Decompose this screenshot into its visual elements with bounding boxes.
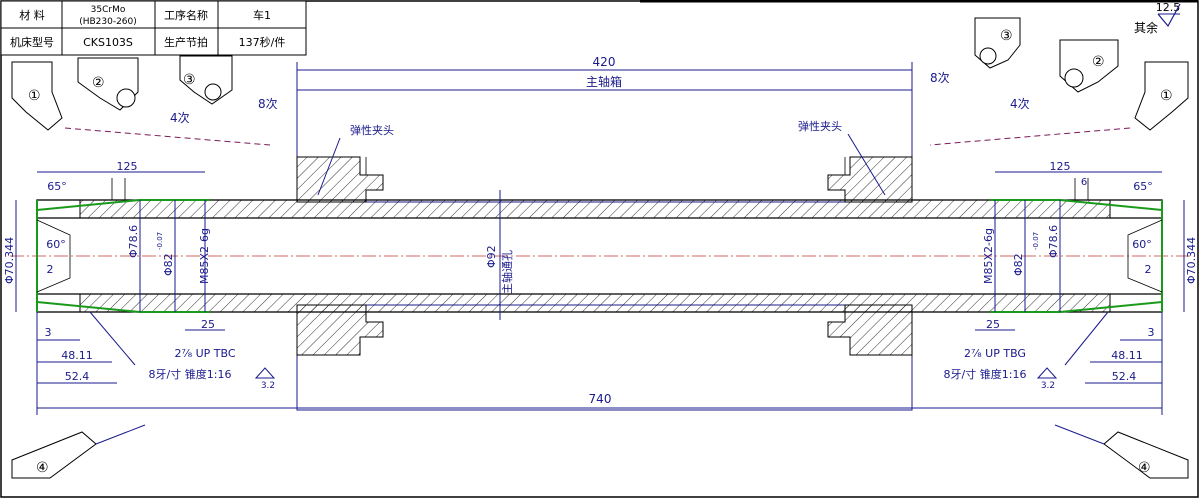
tol-82-right: -0.07 [1032,232,1040,250]
dim-786-right: Φ78.6 [1047,225,1060,258]
material-label: 材 料 [19,8,45,22]
thread-spec-right: 2⁷⁄₈ UP TBG [964,347,1026,360]
tool-2-right: ② 4次 [1010,39,1119,111]
svg-text:②: ② [1092,54,1105,70]
svg-text:③: ③ [1000,28,1013,44]
tol-82-left: -0.07 [156,232,164,250]
chamfer-2-right: 2 [1145,263,1152,276]
dim-4811-left: 48.11 [61,349,93,362]
svg-text:8次: 8次 [258,97,278,111]
title-block: 材 料 35CrMo (HB230-260) 工序名称 车1 机床型号 CKS1… [0,0,307,56]
angle-60-left: 60° [46,238,66,251]
operation-label: 工序名称 [164,8,208,22]
dim-4811-right: 48.11 [1111,349,1143,362]
spindle-box-label: 主轴箱 [586,74,622,89]
material-value: 35CrMo [91,5,126,15]
chamfer-2-left: 2 [47,263,54,276]
tool-2-left: ② 4次 [77,57,190,125]
dim-od-right: Φ70.344 [1185,237,1198,284]
tool-4-right: ④ [1054,424,1189,479]
svg-text:④: ④ [1138,460,1151,476]
svg-text:8次: 8次 [930,71,950,85]
svg-text:①: ① [1160,88,1173,104]
angle-60-right: 60° [1132,238,1152,251]
dim-524-right: 52.4 [1112,370,1137,383]
dim-m85-right: M85X2-6g [982,228,995,284]
angle-65-right: 65° [1133,180,1153,193]
collet-label-left: 弹性夹头 [350,123,394,137]
dim-3-left: 3 [45,326,52,339]
dim-25-right: 25 [986,318,1000,331]
ra-left: 3.2 [261,381,275,391]
dim-m85-left: M85X2-6g [198,228,211,284]
machine-value: CKS103S [83,36,133,49]
dim-125-left: 125 [117,160,138,173]
dimensions: 420 主轴箱 弹性夹头 弹性夹头 740 Φ92 主轴通孔 125 65° 6… [3,55,1198,415]
dim-524-left: 52.4 [65,370,90,383]
cycle-label: 生产节拍 [164,35,208,49]
tool-3-left: ③ 8次 [179,55,278,111]
collet-label-right: 弹性夹头 [798,119,842,133]
svg-text:4次: 4次 [170,111,190,125]
dim-82-right: Φ82 [1012,253,1025,276]
dim-82-left: Φ82 [162,253,175,276]
svg-text:12.5: 12.5 [1156,1,1181,14]
dim-od-left: Φ70.344 [3,237,16,284]
ra-right: 3.2 [1041,381,1055,391]
dim-bore: Φ92 [485,245,498,268]
thread-spec-left: 2⁷⁄₈ UP TBC [174,347,235,360]
shaft-body [36,178,1163,313]
spindle-box [296,89,913,411]
tool-1-left: ① [11,61,271,146]
dim-786-left: Φ78.6 [127,225,140,258]
cycle-value: 137秒/件 [239,35,286,49]
svg-text:①: ① [28,88,41,104]
angle-65-left: 65° [47,180,67,193]
svg-text:其余: 其余 [1134,20,1158,35]
dim-spindle-length: 420 [593,55,616,69]
hardness-value: (HB230-260) [79,17,137,27]
tpi-taper-left: 8牙/寸 锥度1:16 [149,367,232,381]
tool-3-right: ③ 8次 [930,17,1021,85]
tool-1-right: ① [929,61,1189,146]
operation-value: 车1 [253,8,271,22]
dim-groove-right: 6 [1081,177,1087,188]
svg-text:4次: 4次 [1010,97,1030,111]
svg-text:②: ② [92,75,105,91]
roughness-symbol: 12.5 其余 [1134,1,1181,35]
svg-text:③: ③ [183,72,196,88]
dim-25-left: 25 [201,318,215,331]
tool-4-left: ④ [11,424,146,479]
machine-label: 机床型号 [10,35,54,49]
svg-text:④: ④ [36,460,49,476]
dim-3-right: 3 [1148,326,1155,339]
dim-125-right: 125 [1050,160,1071,173]
tpi-taper-right: 8牙/寸 锥度1:16 [944,367,1027,381]
bore-note: 主轴通孔 [500,250,514,294]
dim-total-length: 740 [589,392,612,406]
